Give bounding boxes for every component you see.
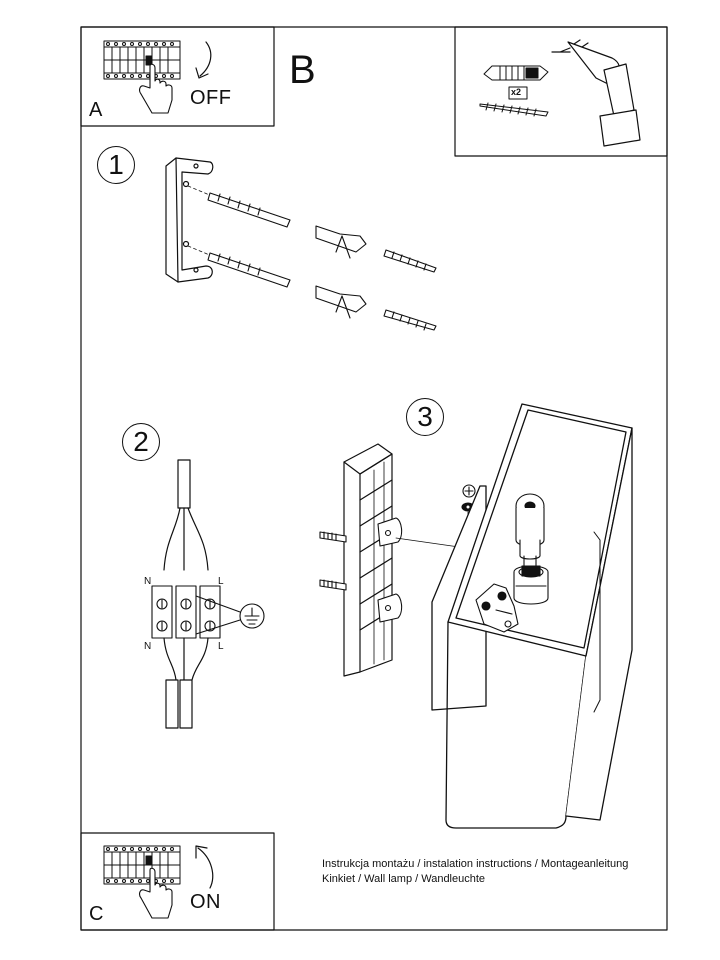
panel-a-letter: A [89, 99, 103, 121]
caption-line-2: Kinkiet / Wall lamp / Wandleuchte [322, 873, 486, 885]
on-label: ON [190, 891, 221, 913]
wall-plate [343, 443, 393, 677]
caption-line-1: Instrukcja montażu / instalation instruc… [322, 858, 629, 870]
live-label-top: L [218, 576, 224, 587]
panel-c-letter: C [89, 903, 104, 925]
panel-a-frame [80, 26, 275, 127]
panel-b-letter: B [289, 48, 316, 92]
wall-plug-icon [483, 65, 549, 81]
hand-on-icon [139, 867, 173, 919]
page-frame [80, 26, 668, 931]
socket [513, 565, 549, 605]
anchor-lower [207, 252, 437, 331]
neutral-label-bottom: N [144, 641, 152, 652]
live-label-bottom: L [218, 641, 224, 652]
step-3-number: 3 [406, 398, 444, 436]
panel-b-frame [454, 26, 668, 157]
arrow-up-icon [195, 845, 214, 889]
breaker-box-off [103, 40, 181, 80]
socket-bracket [475, 583, 519, 633]
cable-upper [163, 459, 209, 571]
step-2-number: 2 [122, 423, 160, 461]
neutral-label-top: N [144, 576, 152, 587]
studs [319, 531, 347, 591]
bracket-tab-lower [377, 593, 403, 623]
drill-icon [551, 39, 641, 147]
cable-lower [163, 637, 209, 729]
quantity-label: x2 [511, 87, 522, 97]
terminal-block [151, 585, 221, 639]
ground-symbol [195, 595, 265, 635]
hand-off-icon [139, 63, 173, 114]
quantity-box [508, 86, 528, 100]
off-label: OFF [190, 87, 232, 109]
step-1-number: 1 [97, 146, 135, 184]
panel-c-frame [80, 832, 275, 931]
bracket-tab-upper [377, 517, 403, 547]
mounting-bracket [165, 157, 214, 283]
screw-icon [479, 102, 549, 117]
bulb [515, 493, 545, 567]
lamp-body [431, 403, 633, 829]
breaker-box-on [103, 845, 181, 885]
anchor-upper [207, 192, 437, 273]
dashed-guide-lines [187, 185, 213, 257]
arrow-down-icon [195, 41, 212, 79]
